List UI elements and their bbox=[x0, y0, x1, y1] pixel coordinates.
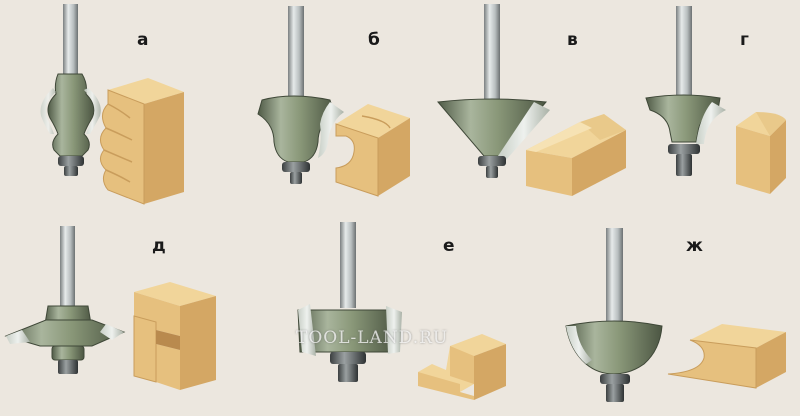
label-a: а bbox=[137, 30, 149, 50]
wood-profile-icon bbox=[667, 324, 786, 389]
router-bit-icon bbox=[437, 4, 550, 178]
label-d: д bbox=[152, 236, 166, 256]
router-bit-icon bbox=[565, 228, 663, 402]
router-bit-icon bbox=[40, 4, 101, 176]
wood-profile-icon bbox=[133, 282, 216, 390]
wood-profile-icon bbox=[335, 104, 410, 197]
wood-profile-icon bbox=[100, 78, 184, 205]
watermark: TOOL-LAND.RU bbox=[296, 328, 449, 348]
label-g: г bbox=[740, 30, 749, 50]
label-v: в bbox=[567, 30, 578, 50]
wood-profile-icon bbox=[418, 334, 506, 400]
label-e: е bbox=[443, 236, 455, 256]
wood-profile-icon bbox=[526, 114, 626, 196]
label-b: б bbox=[368, 30, 380, 50]
label-zh: ж bbox=[686, 236, 703, 256]
wood-profile-icon bbox=[736, 112, 786, 194]
router-bit-icon bbox=[645, 6, 726, 176]
router-bit-icon bbox=[4, 226, 126, 374]
router-bit-icon bbox=[257, 6, 344, 184]
router-bit-icon bbox=[297, 222, 402, 382]
